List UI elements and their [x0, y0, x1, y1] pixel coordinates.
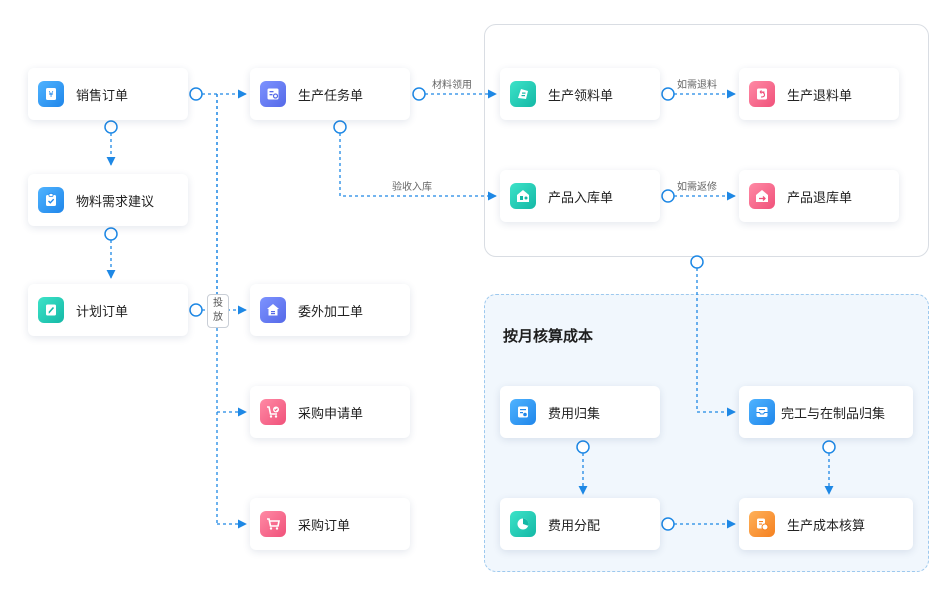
node-label: 物料需求建议: [76, 194, 155, 210]
node-label: 采购申请单: [298, 406, 364, 422]
node-material-req[interactable]: 物料需求建议: [28, 174, 188, 226]
cost-document-icon: [510, 399, 536, 425]
node-label: 生产成本核算: [787, 518, 866, 534]
node-prod-in[interactable]: 产品入库单: [500, 170, 660, 222]
yuan-receipt-icon: ¥: [38, 81, 64, 107]
node-label: 产品退库单: [787, 190, 853, 206]
node-cost-collect[interactable]: 费用归集: [500, 386, 660, 438]
node-cost-alloc[interactable]: 费用分配: [500, 498, 660, 550]
pie-chart-icon: [510, 511, 536, 537]
node-label: 费用分配: [548, 518, 601, 534]
edit-document-icon: [38, 297, 64, 323]
node-outsource[interactable]: 委外加工单: [250, 284, 410, 336]
monthly-costing-title: 按月核算成本: [503, 327, 594, 345]
node-label: 采购订单: [298, 518, 351, 534]
material-pick-icon: [510, 81, 536, 107]
edge-label-return: 如需退料: [677, 80, 717, 91]
node-label: 费用归集: [548, 406, 601, 422]
release-label-2: 放: [213, 312, 223, 323]
node-purchase-req[interactable]: 采购申请单: [250, 386, 410, 438]
cart-icon: [260, 511, 286, 537]
inbox-tray-icon: [749, 399, 775, 425]
node-finish-wip[interactable]: 完工与在制品归集: [739, 386, 913, 438]
release-badge: 投 放: [207, 294, 229, 328]
node-prod-pick[interactable]: 生产领料单: [500, 68, 660, 120]
node-label: 生产退料单: [787, 88, 853, 104]
clipboard-check-icon: [38, 187, 64, 213]
node-prod-return[interactable]: 生产退料单: [739, 68, 899, 120]
node-plan-order[interactable]: 计划订单: [28, 284, 188, 336]
cart-check-icon: [260, 399, 286, 425]
return-document-icon: [749, 81, 775, 107]
outsource-house-icon: [260, 297, 286, 323]
warehouse-out-icon: [749, 183, 775, 209]
edge-label-inspect-in: 验收入库: [392, 182, 432, 193]
edge-label-rework: 如需返修: [677, 182, 717, 193]
edge-label-material-use: 材料领用: [432, 80, 472, 91]
warehouse-in-icon: [510, 183, 536, 209]
node-label: 生产领料单: [548, 88, 614, 104]
node-label: 完工与在制品归集: [781, 406, 886, 422]
node-purchase-order[interactable]: 采购订单: [250, 498, 410, 550]
node-prod-out[interactable]: 产品退库单: [739, 170, 899, 222]
task-form-icon: [260, 81, 286, 107]
node-label: 销售订单: [76, 88, 129, 104]
node-label: 生产任务单: [298, 88, 364, 104]
node-label: 产品入库单: [548, 190, 614, 206]
node-prod-task[interactable]: 生产任务单: [250, 68, 410, 120]
release-label-1: 投: [213, 298, 223, 309]
node-cost-calc[interactable]: 生产成本核算: [739, 498, 913, 550]
svg-text:¥: ¥: [48, 90, 53, 99]
cost-calc-icon: [749, 511, 775, 537]
node-label: 计划订单: [76, 304, 129, 320]
node-sales-order[interactable]: ¥ 销售订单: [28, 68, 188, 120]
node-label: 委外加工单: [298, 304, 364, 320]
